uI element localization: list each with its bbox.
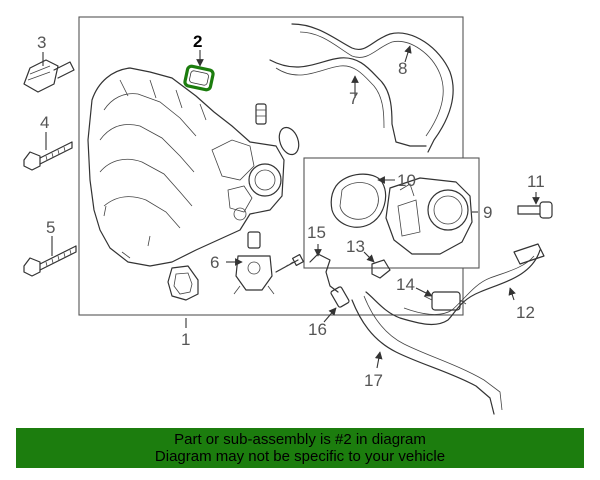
callout-11: 11 (527, 172, 545, 191)
intake-manifold (87, 67, 285, 267)
callout-17: 17 (364, 371, 383, 390)
vacuum-valve (233, 231, 275, 295)
callout-13: 13 (346, 237, 365, 256)
callout-1: 1 (181, 330, 190, 349)
bolt-part-11 (517, 201, 553, 219)
sensor-part-14 (423, 291, 467, 311)
callout-3: 3 (37, 33, 46, 52)
banner-line-1: Part or sub-assembly is #2 in diagram (174, 431, 426, 448)
o-ring-seal (278, 126, 300, 156)
banner-line-2: Diagram may not be specific to your vehi… (154, 448, 446, 465)
fitting-part-16 (330, 286, 350, 308)
gasket-part-10 (330, 173, 387, 228)
callout-5: 5 (46, 218, 55, 237)
hose-part-7 (269, 57, 427, 147)
callout-14: 14 (396, 275, 415, 294)
bolt-part-4 (23, 141, 73, 171)
hose-part-17 (351, 299, 495, 415)
callout-12: 12 (516, 303, 535, 322)
callout-6: 6 (210, 253, 219, 272)
sensor-fitting (255, 103, 267, 125)
callout-9: 9 (483, 203, 492, 222)
callout-16: 16 (308, 320, 327, 339)
callout-15: 15 (307, 223, 326, 242)
callout-2: 2 (193, 32, 202, 51)
clamp-part-13 (371, 259, 391, 279)
throttle-body-group-box (303, 157, 480, 269)
hose-part-8 (291, 23, 454, 153)
manifold-gasket-seal (167, 265, 199, 301)
callout-4: 4 (40, 113, 49, 132)
gasket-part-2 (183, 64, 215, 92)
info-banner: Part or sub-assembly is #2 in diagram Di… (16, 428, 584, 468)
bolt-part-5 (23, 245, 77, 277)
small-bolt (275, 253, 305, 273)
throttle-body (385, 177, 473, 255)
hose-part-12 (365, 249, 541, 326)
callout-10: 10 (397, 171, 416, 190)
sensor-part-3 (23, 59, 75, 93)
callout-8: 8 (398, 59, 407, 78)
callout-7: 7 (349, 89, 358, 108)
